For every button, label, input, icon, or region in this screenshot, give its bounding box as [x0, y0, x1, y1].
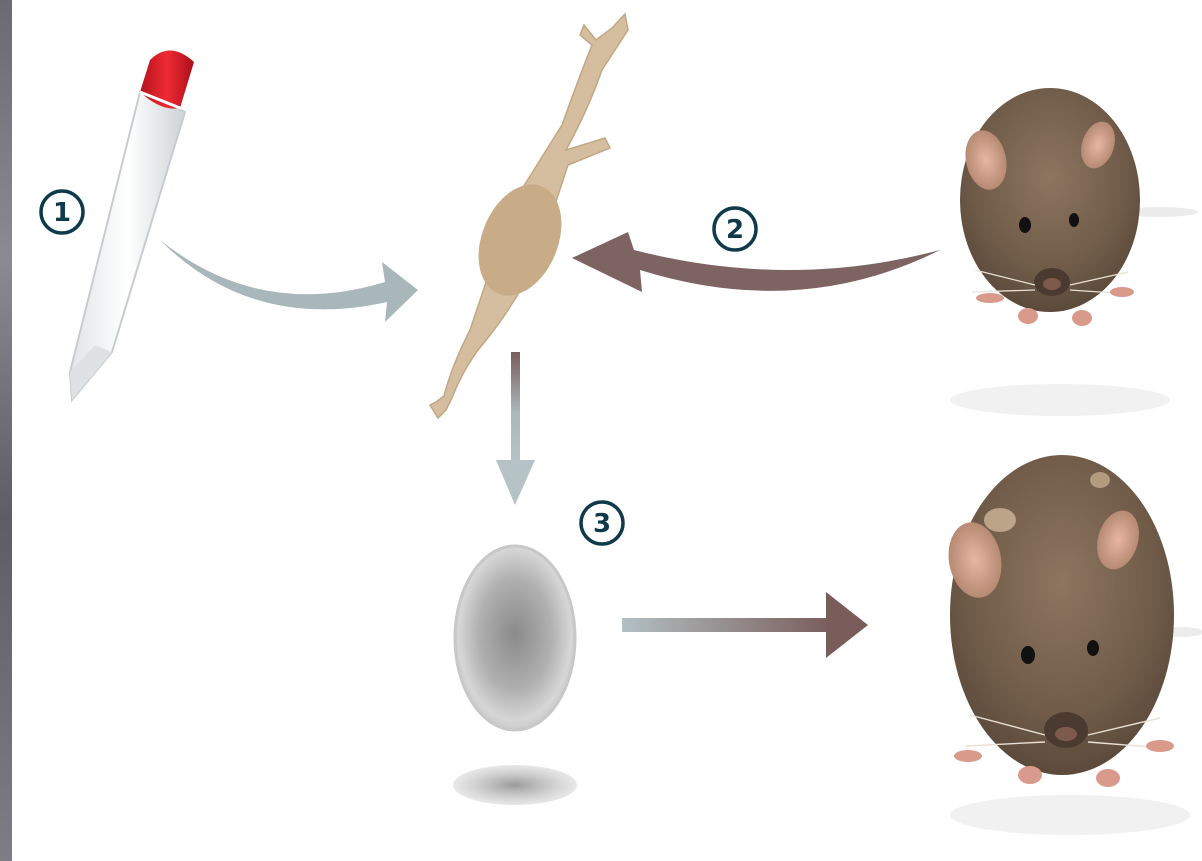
egg-cell-icon [453, 546, 577, 805]
donor-mouse-icon [950, 88, 1198, 416]
arrow-egg-to-clone [622, 592, 868, 658]
somatic-cell-icon [430, 14, 628, 418]
arrow-mouse-to-cell [572, 232, 940, 292]
step-1-badge: 1 [41, 191, 83, 233]
step-2-number: 2 [726, 215, 744, 245]
step-3-badge: 3 [581, 502, 623, 544]
sample-tube-icon [70, 50, 194, 400]
arrow-tube-to-cell [160, 240, 418, 322]
step-2-badge: 2 [714, 208, 756, 250]
step-3-number: 3 [593, 509, 611, 539]
clone-mouse-icon [943, 455, 1202, 835]
arrow-cell-to-egg [496, 352, 535, 505]
step-1-number: 1 [53, 198, 71, 228]
